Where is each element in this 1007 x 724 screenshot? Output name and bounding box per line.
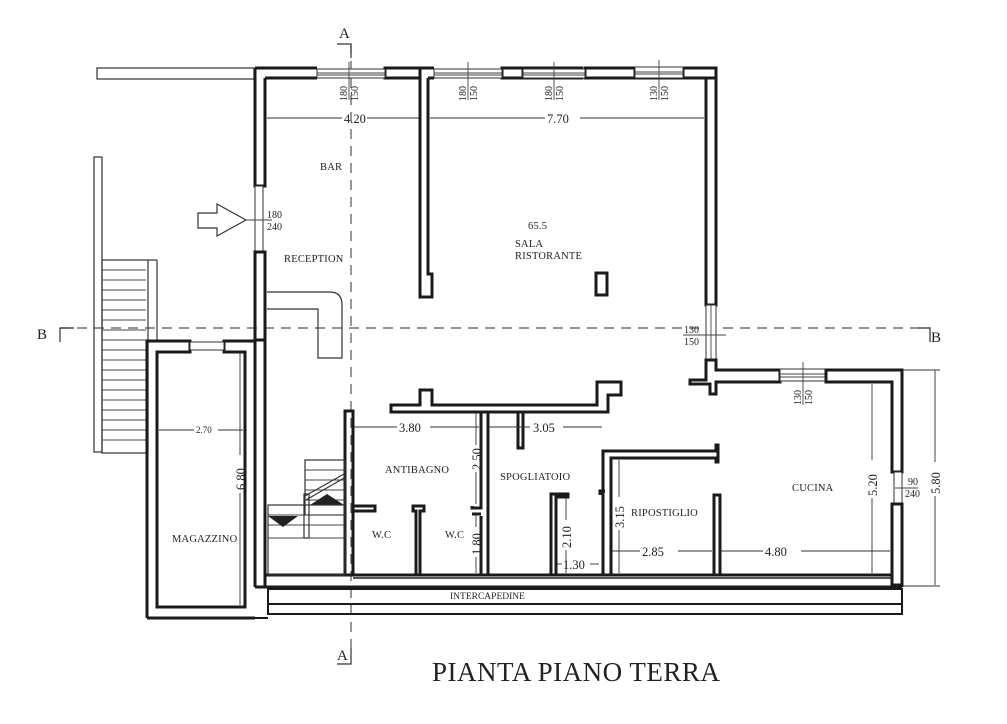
room-antibagno: ANTIBAGNO xyxy=(385,465,449,476)
reception-counter xyxy=(267,291,343,359)
window-1-height: 150 xyxy=(350,86,361,101)
entrance-arrow-icon xyxy=(197,202,272,238)
room-spogliatoio: SPOGLIATOIO xyxy=(500,472,570,483)
dim-magazzino-width: 2.70 xyxy=(196,425,212,435)
section-b-right-label: B xyxy=(931,330,941,346)
dim-spogliatoio-inner-h: 2.10 xyxy=(560,526,574,548)
section-a-bottom-label: A xyxy=(337,648,348,664)
window-2-height: 150 xyxy=(469,86,480,101)
window-3-height: 150 xyxy=(555,86,566,101)
window-3-width: 180 xyxy=(544,86,555,101)
window-1-width: 180 xyxy=(339,86,350,101)
section-line-b: B B xyxy=(37,327,941,346)
entrance-height: 240 xyxy=(267,222,282,233)
dim-bar-width: 4.20 xyxy=(344,112,366,126)
dim-ripostiglio-w: 2.85 xyxy=(642,545,664,559)
room-labels: BAR RECEPTION 65.5 SALA RISTORANTE MAGAZ… xyxy=(172,162,834,602)
section-a-top-label: A xyxy=(339,26,350,42)
room-magazzino: MAGAZZINO xyxy=(172,534,238,545)
entrance-width: 180 xyxy=(267,210,282,221)
room-cucina: CUCINA xyxy=(792,483,834,494)
dim-cucina-outer-h: 5.80 xyxy=(929,472,943,494)
dimension-labels: 4.20 7.70 2.70 6.80 3.80 2.50 1.80 3.05 … xyxy=(196,112,943,572)
dim-antibagno-width: 3.80 xyxy=(399,421,421,435)
dim-cucina-inner-h: 5.20 xyxy=(866,474,880,496)
room-sala-line2: RISTORANTE xyxy=(515,251,582,262)
sala-side-window-height: 150 xyxy=(684,337,699,348)
exterior-wall-stub xyxy=(96,67,255,80)
dim-magazzino-length: 6.80 xyxy=(234,468,248,490)
internal-stairs-icon xyxy=(267,459,346,576)
cucina-window-width: 130 xyxy=(793,390,804,405)
dim-wc-depth: 1.80 xyxy=(470,533,484,555)
room-wc-1: W.C xyxy=(372,530,391,541)
window-top-1 xyxy=(316,68,386,79)
dim-spogliatoio-inner-w: 1.30 xyxy=(563,558,585,572)
room-intercapedine: INTERCAPEDINE xyxy=(450,592,525,602)
dim-ripostiglio-h: 3.15 xyxy=(613,506,627,528)
dim-spogliatoio-width: 3.05 xyxy=(533,421,555,435)
section-line-a: A A xyxy=(337,26,352,665)
dim-cucina-w: 4.80 xyxy=(765,545,787,559)
window-2-width: 180 xyxy=(458,86,469,101)
room-wc-2: W.C xyxy=(445,530,464,541)
room-bar: BAR xyxy=(320,162,342,173)
room-sala-area: 65.5 xyxy=(528,221,547,232)
window-4-height: 150 xyxy=(660,86,671,101)
room-ripostiglio: RIPOSTIGLIO xyxy=(631,508,698,519)
dim-antibagno-depth: 2.50 xyxy=(470,448,484,470)
room-reception: RECEPTION xyxy=(284,254,344,265)
window-4-width: 130 xyxy=(649,86,660,101)
walls xyxy=(145,66,904,620)
section-b-left-label: B xyxy=(37,327,47,343)
dim-sala-width: 7.70 xyxy=(547,112,569,126)
dimension-lines xyxy=(159,60,940,605)
opening-labels: 180 150 180 150 180 150 130 150 180 240 … xyxy=(267,86,920,500)
room-sala-line1: SALA xyxy=(515,239,543,250)
cucina-door-width: 90 xyxy=(908,477,918,488)
cucina-window-height: 150 xyxy=(804,390,815,405)
cucina-door-height: 240 xyxy=(905,489,920,500)
page-title: PIANTA PIANO TERRA xyxy=(432,657,720,687)
sala-side-window-width: 130 xyxy=(684,325,699,336)
